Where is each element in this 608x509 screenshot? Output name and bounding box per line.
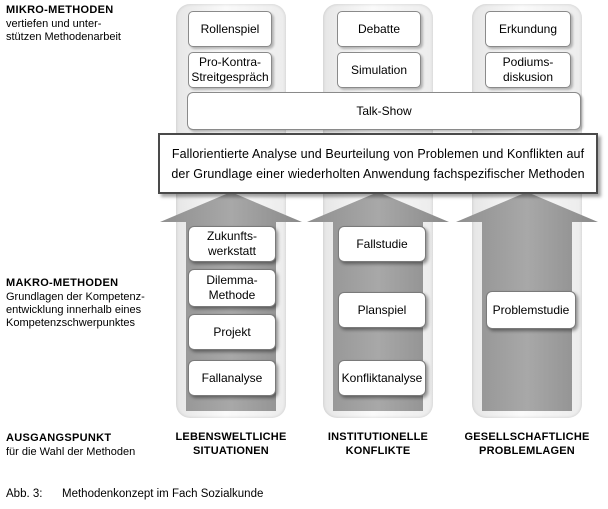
method-fallstudie: Fallstudie [338, 226, 426, 262]
method-erkundung: Erkundung [485, 11, 571, 47]
micro-methods-heading: MIKRO-METHODEN [6, 4, 114, 16]
method-rollenspiel: Rollenspiel [188, 11, 272, 47]
column-title-societal: GESELLSCHAFTLICHE PROBLEMLAGEN [464, 431, 590, 457]
starting-point-heading: AUSGANGSPUNKT [6, 432, 112, 444]
macro-methods-heading: MAKRO-METHODEN [6, 277, 119, 289]
method-projekt: Projekt [188, 314, 276, 350]
central-goal-box: Fallorientierte Analyse und Beurteilung … [158, 133, 598, 194]
method-konfliktanalyse: Konfliktanalyse [338, 360, 426, 396]
column-title-lifeworld: LEBENSWELTLICHE SITUATIONEN [175, 431, 287, 457]
method-fallanalyse: Fallanalyse [188, 360, 276, 396]
method-simulation: Simulation [337, 52, 421, 88]
method-problemstudie: Problemstudie [486, 291, 576, 329]
figure-caption-label: Abb. 3: [6, 488, 43, 500]
starting-point-description: für die Wahl der Methoden [6, 446, 136, 458]
method-debatte: Debatte [337, 11, 421, 47]
column-title-institutional: INSTITUTIONELLE KONFLIKTE [327, 431, 429, 457]
method-dilemma-methode: Dilemma- Methode [188, 269, 276, 307]
macro-methods-description: Grundlagen der Kompetenz- entwicklung in… [6, 291, 145, 329]
figure-caption-text: Methodenkonzept im Fach Sozialkunde [62, 488, 264, 500]
method-podiumsdiskusion: Podiums- diskusion [485, 52, 571, 88]
method-zukunftswerkstatt: Zukunfts- werkstatt [188, 226, 276, 262]
micro-methods-description: vertiefen und unter- stützen Methodenarb… [6, 18, 121, 43]
method-pro-kontra-streitgespraech: Pro-Kontra- Streitgespräch [188, 52, 272, 88]
method-talk-show: Talk-Show [187, 92, 581, 130]
method-planspiel: Planspiel [338, 292, 426, 328]
